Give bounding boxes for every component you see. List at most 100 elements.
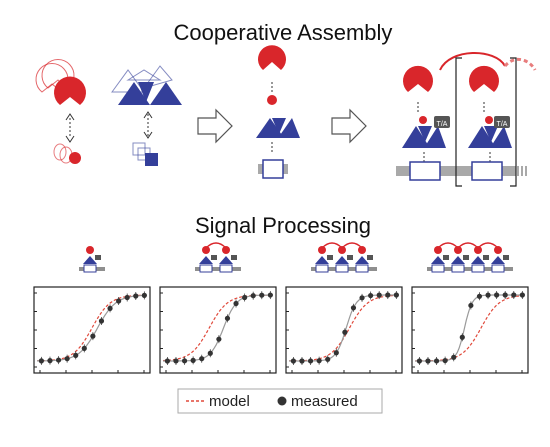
tag-icon [95, 255, 101, 260]
measured-point [233, 300, 239, 307]
measured-point [141, 292, 147, 298]
measured-point [164, 358, 170, 364]
dna-site-icon [355, 264, 369, 273]
blue-binder-icon [335, 256, 349, 264]
blue-binder-icon [256, 118, 300, 138]
measured-point [511, 292, 517, 298]
assembly-units-icon [311, 242, 377, 273]
measured-point [393, 292, 399, 298]
dna-site-icon [409, 161, 441, 181]
measured-point [90, 333, 96, 339]
dna-site-icon [83, 264, 97, 273]
measured-point [376, 292, 382, 298]
linker-arc-icon [321, 242, 343, 249]
measured-point [350, 305, 357, 311]
linker-arc-icon [341, 242, 363, 249]
process-arrow-icon [331, 108, 367, 144]
blue-binder-icon [491, 256, 505, 264]
measured-point [81, 345, 87, 351]
red-binder-icon [222, 246, 230, 254]
linker-arc-icon [439, 52, 506, 71]
measured-point [259, 292, 265, 298]
signal-panel [33, 246, 151, 374]
measured-point [64, 356, 70, 362]
measured-point [207, 350, 213, 356]
measured-point [307, 358, 314, 364]
measured-point [476, 293, 483, 299]
signal-panel [285, 242, 403, 374]
dna-site-icon [431, 264, 445, 273]
signal-processing [33, 242, 529, 374]
tag-label: T/A [437, 121, 448, 128]
dna-site-icon [199, 264, 213, 273]
linker-arc-icon [437, 242, 459, 249]
linker-arc-icon [477, 242, 499, 249]
tag-label: T/A [497, 121, 508, 128]
measured-point [385, 292, 391, 298]
red-target-icon [485, 116, 493, 124]
tag-icon [503, 255, 509, 260]
process-arrow-icon [197, 108, 233, 144]
blue-binder-icon [199, 256, 213, 264]
blue-binder-icon [471, 256, 485, 264]
measured-point [38, 358, 45, 364]
red-binder-icon [54, 76, 86, 105]
red-binder-icon [358, 246, 366, 254]
measured-point [342, 329, 348, 335]
measured-point [224, 315, 231, 321]
tag-icon [443, 255, 449, 260]
tag-icon [347, 255, 353, 260]
measured-point [250, 293, 256, 299]
signal-panel [411, 242, 529, 374]
red-binder-icon [258, 45, 286, 70]
assembly-units-icon [427, 242, 513, 273]
blue-binder-icon [315, 256, 329, 264]
measured-point [133, 293, 139, 299]
measured-point [107, 305, 113, 311]
tag-icon [463, 255, 469, 260]
tag-icon [231, 255, 237, 260]
measured-point [442, 357, 448, 364]
dna-site-icon [471, 264, 485, 273]
assembly-units-icon [195, 242, 241, 273]
dna-site-icon [491, 264, 505, 273]
measured-point [299, 358, 305, 364]
dna-strand-icon [427, 267, 513, 271]
dna-strand-icon [195, 267, 241, 271]
red-target-ghosts [53, 143, 73, 164]
dna-site-icon [471, 161, 503, 181]
measured-point [55, 357, 62, 363]
measured-point [181, 358, 188, 364]
tag-icon [434, 116, 450, 128]
dna-site-icon [335, 264, 349, 273]
measured-point [267, 292, 273, 298]
measured-point [73, 352, 79, 358]
dna-site-icon [219, 264, 233, 273]
legend: model measured [177, 388, 383, 414]
tag-icon [367, 255, 373, 260]
signal-panel [159, 242, 277, 374]
red-binder-icon [202, 246, 210, 254]
measured-point [190, 357, 196, 363]
blue-binder-icon [431, 256, 445, 264]
legend-measured-label: measured [291, 393, 358, 410]
legend-model-label: model [209, 393, 250, 410]
measured-point [468, 302, 474, 309]
measured-point [451, 354, 457, 360]
red-binder-icon [318, 246, 326, 254]
plot-frame [411, 286, 529, 374]
measured-point [368, 292, 374, 299]
measured-point [124, 294, 130, 301]
measured-point [433, 358, 440, 364]
red-binder-icon [494, 246, 502, 254]
measured-point [47, 358, 53, 364]
blue-target-icon [145, 153, 158, 166]
red-target-icon [419, 116, 427, 124]
red-binder-icon [86, 246, 94, 254]
signal-title: Signal Processing [195, 213, 371, 238]
tag-icon [483, 255, 489, 260]
red-binder-icon [338, 246, 346, 254]
assembly-title: Cooperative Assembly [174, 20, 393, 45]
measured-point [519, 292, 525, 298]
